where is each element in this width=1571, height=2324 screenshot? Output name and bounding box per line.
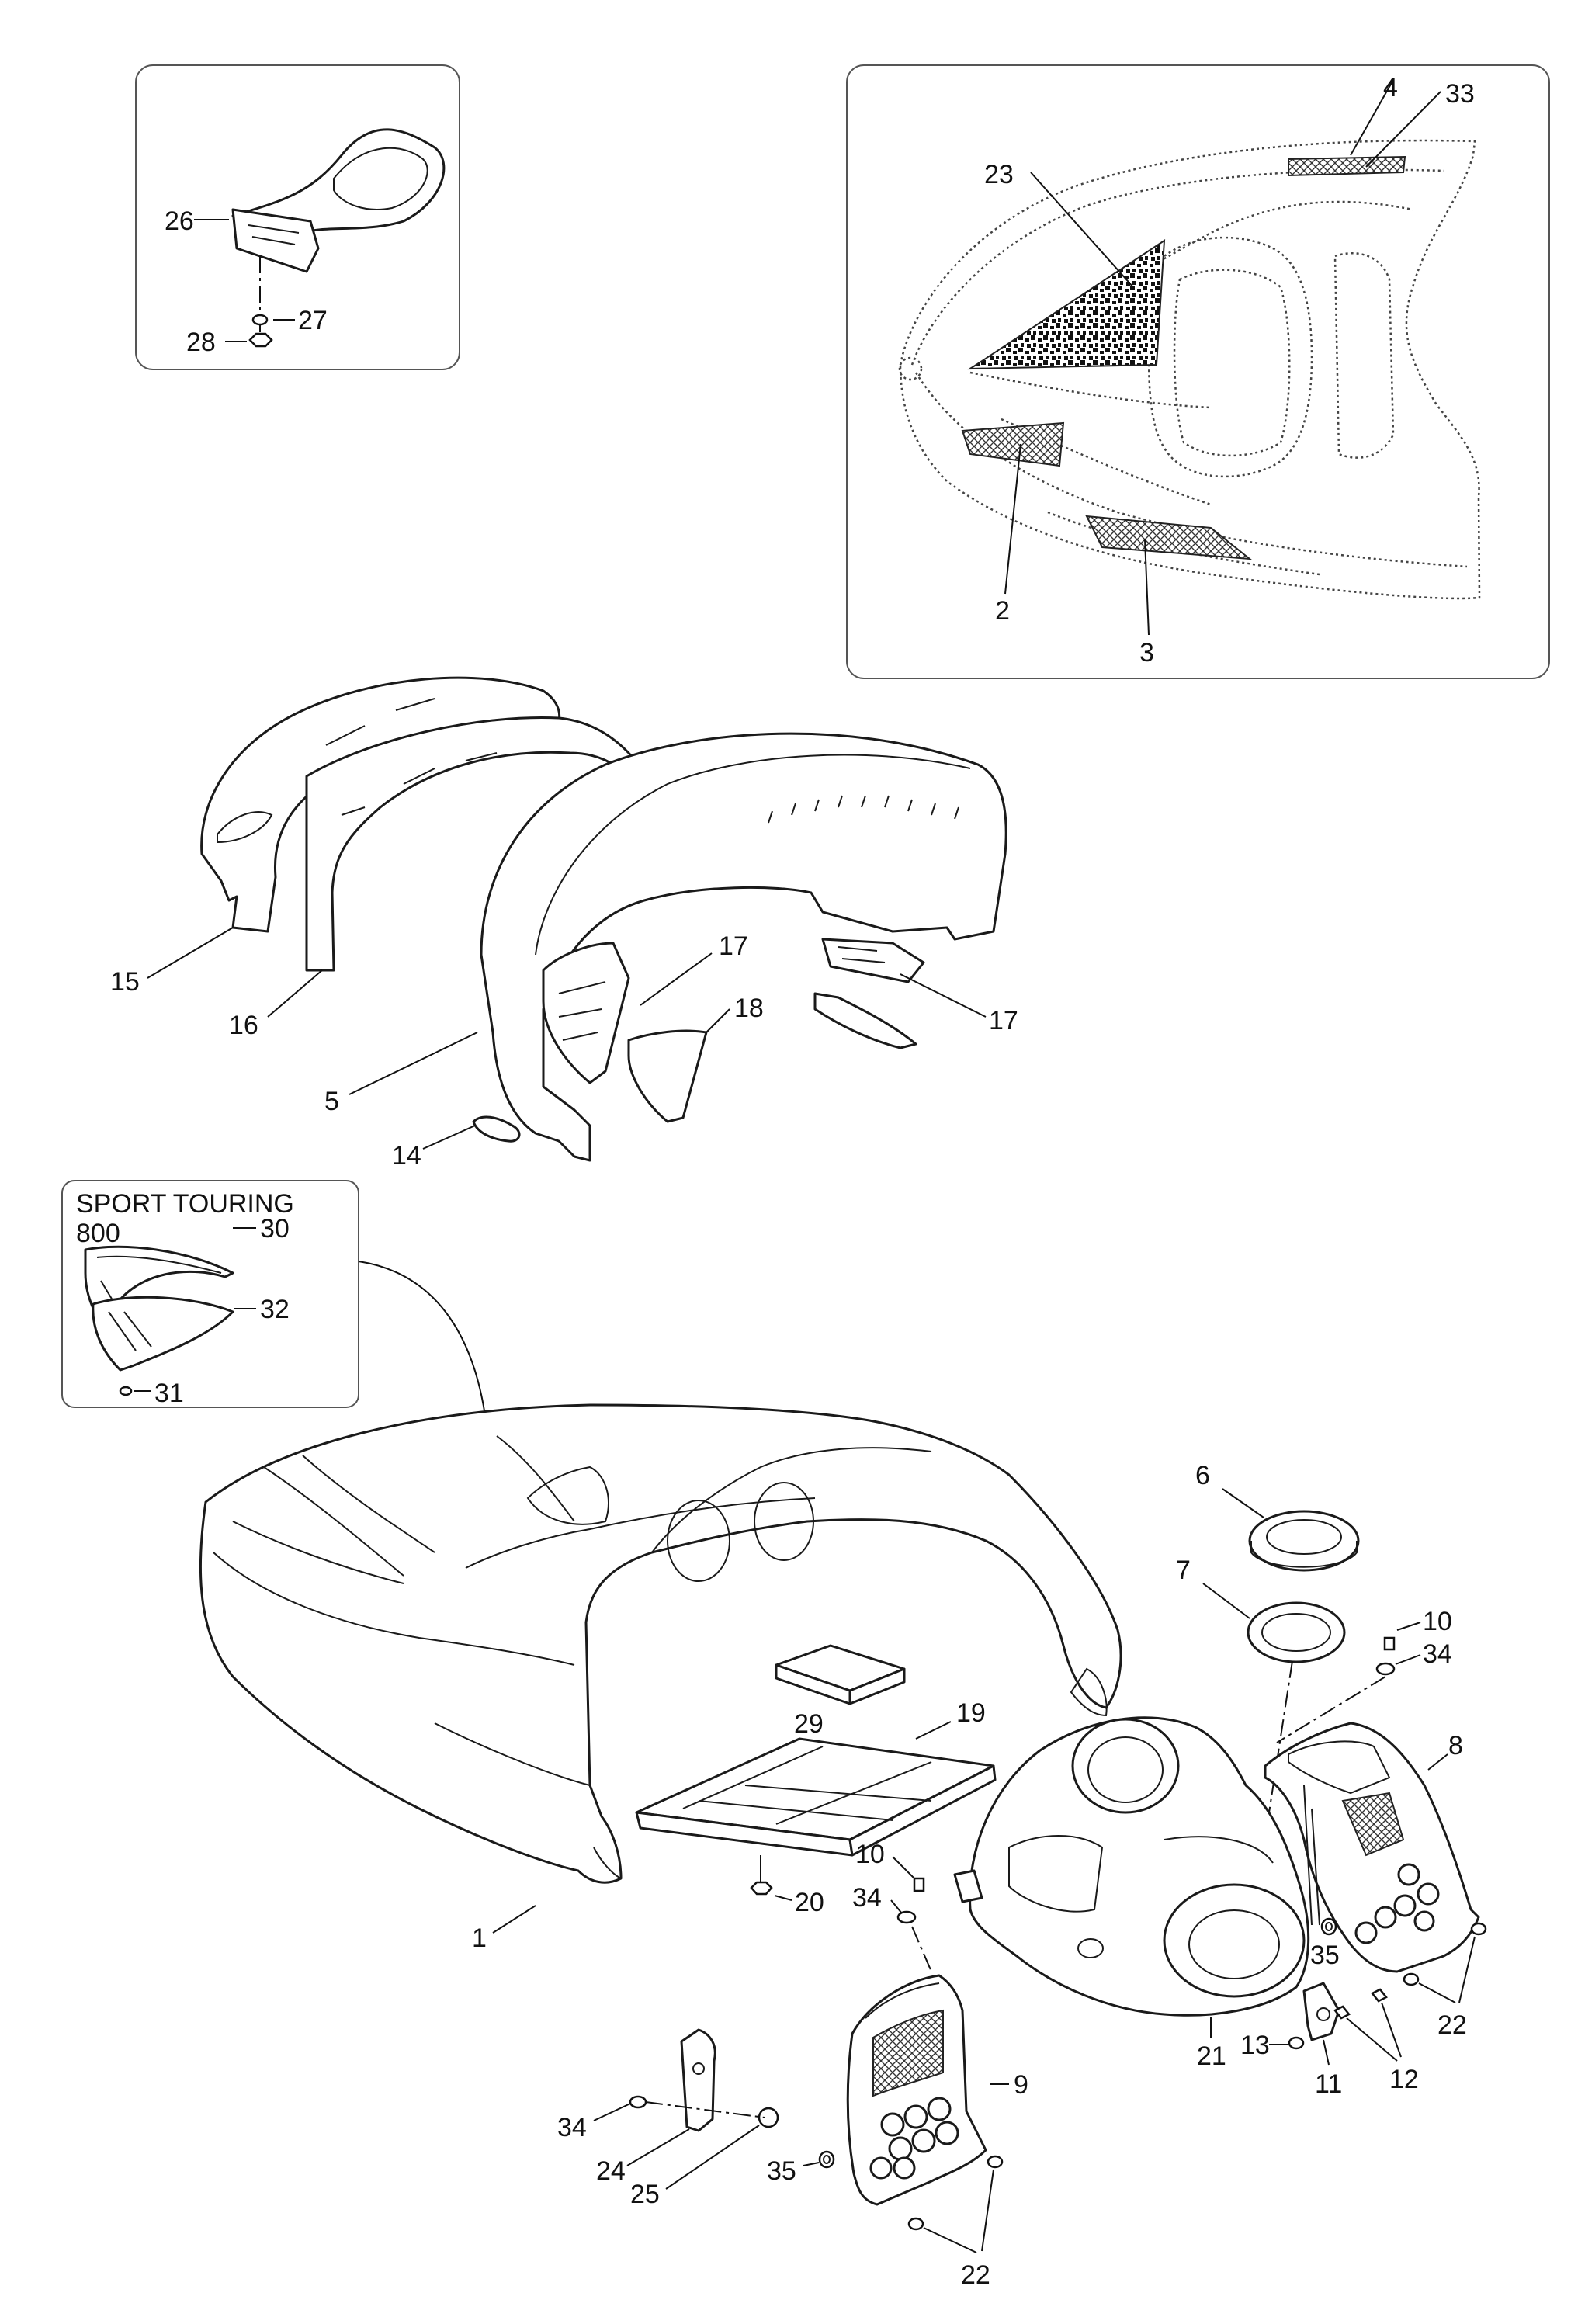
grommet-part-35-right — [1320, 1917, 1337, 1936]
grommet-part-35-left — [818, 2150, 835, 2169]
gasket-part-7 — [1247, 1601, 1346, 1663]
tray-part-19 — [635, 1737, 997, 1857]
callout-16: 16 — [229, 1011, 258, 1040]
callout-24: 24 — [596, 2156, 626, 2186]
callout-35-left: 35 — [767, 2156, 796, 2186]
panel-part-8 — [1264, 1722, 1480, 1973]
vent-part-17-right — [821, 938, 925, 983]
inset-caption-line1: SPORT TOURING — [76, 1189, 294, 1219]
mesh-part-3 — [1085, 515, 1253, 560]
callout-29: 29 — [794, 1709, 824, 1739]
pushpin-part-22-right — [1403, 1922, 1487, 1986]
callout-23: 23 — [984, 160, 1014, 189]
callout-5: 5 — [324, 1087, 339, 1116]
callout-17-left: 17 — [719, 931, 748, 961]
callout-35-right: 35 — [1310, 1941, 1340, 1970]
inset-sport-touring: SPORT TOURING 800 30 32 31 — [61, 1180, 359, 1408]
callout-18: 18 — [734, 994, 764, 1023]
washer-part-34-right — [1375, 1662, 1396, 1676]
callout-32: 32 — [260, 1295, 290, 1324]
callout-14: 14 — [392, 1141, 421, 1171]
deflector-part-32 — [92, 1296, 234, 1372]
clip-part-14 — [472, 1115, 521, 1143]
screws-part-12 — [1333, 1988, 1388, 2020]
callout-26: 26 — [165, 206, 194, 236]
screw-part-10-center — [913, 1877, 925, 1892]
washer-part-34-center — [896, 1910, 917, 1924]
mesh-part-2 — [961, 421, 1065, 467]
inset-top-view: 23 4 33 2 3 — [846, 64, 1550, 679]
callout-7: 7 — [1176, 1556, 1191, 1585]
callout-8: 8 — [1448, 1731, 1463, 1760]
mirror-part-26 — [231, 128, 446, 273]
panel-part-9 — [846, 1974, 987, 2206]
callout-34-right: 34 — [1423, 1639, 1452, 1669]
callout-25: 25 — [630, 2180, 660, 2209]
callout-1: 1 — [472, 1923, 487, 1953]
hood-part-1 — [199, 1403, 1122, 1884]
washer-part-27 — [251, 314, 269, 326]
pushpin-part-22-left — [907, 2155, 1004, 2231]
screw-part-31 — [119, 1386, 133, 1396]
callout-17-right: 17 — [989, 1006, 1018, 1035]
callout-9: 9 — [1014, 2070, 1028, 2100]
callout-19: 19 — [956, 1698, 986, 1728]
washer-part-34-left — [629, 2095, 647, 2109]
decal-part-23 — [967, 239, 1166, 370]
foam-part-29 — [775, 1644, 906, 1705]
callout-15: 15 — [110, 967, 140, 997]
bracket-part-11 — [1302, 1982, 1340, 2041]
bracket-part-24 — [680, 2028, 716, 2132]
nut-part-13 — [1288, 2036, 1305, 2050]
callout-13: 13 — [1240, 2031, 1270, 2060]
callout-28: 28 — [186, 328, 216, 357]
panel-part-5 — [480, 732, 1007, 1162]
callout-31: 31 — [154, 1379, 184, 1408]
callout-30: 30 — [260, 1214, 290, 1244]
inset-mirror: 26 27 28 — [135, 64, 460, 370]
callout-22-right: 22 — [1437, 2010, 1467, 2040]
callout-10-right: 10 — [1423, 1607, 1452, 1636]
callout-12: 12 — [1389, 2065, 1419, 2094]
callout-2: 2 — [995, 596, 1010, 626]
trim-part-18 — [627, 992, 917, 1123]
console-part-21 — [953, 1716, 1310, 2017]
callout-6: 6 — [1195, 1461, 1210, 1490]
callout-11: 11 — [1315, 2069, 1342, 2099]
callout-34-center: 34 — [852, 1883, 882, 1913]
screw-part-10-right — [1383, 1636, 1396, 1651]
vent-part-17-left — [542, 942, 630, 1084]
callout-34-left: 34 — [557, 2113, 587, 2142]
callout-33: 33 — [1445, 79, 1475, 109]
callout-10-center: 10 — [855, 1840, 885, 1869]
callout-27: 27 — [298, 306, 328, 335]
callout-22-left: 22 — [961, 2260, 990, 2290]
callout-21: 21 — [1197, 2041, 1226, 2071]
inset-caption-line2: 800 — [76, 1219, 120, 1248]
callout-20: 20 — [795, 1888, 824, 1917]
grommet-part-25 — [758, 2107, 779, 2128]
screw-part-20 — [750, 1855, 773, 1896]
callout-4: 4 — [1383, 73, 1398, 102]
callout-3: 3 — [1139, 638, 1154, 668]
ring-part-6 — [1248, 1510, 1360, 1572]
nut-part-28 — [248, 332, 273, 348]
mesh-part-33 — [1288, 155, 1406, 177]
